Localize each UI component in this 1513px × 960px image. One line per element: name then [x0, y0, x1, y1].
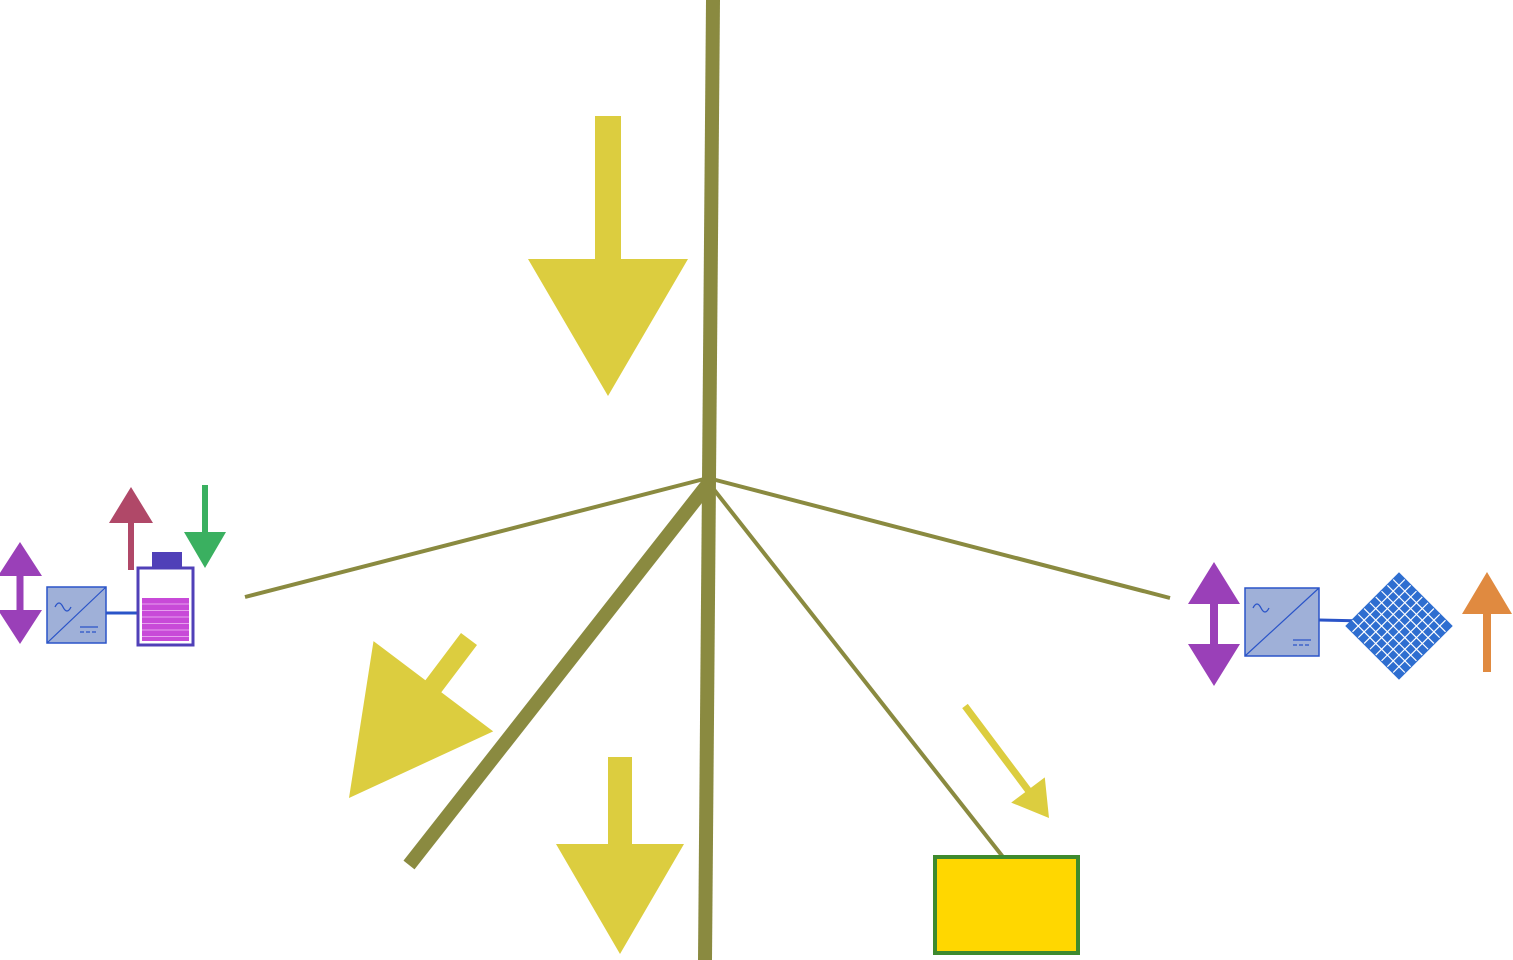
solar-panel-grid-h [1369, 602, 1423, 656]
battery-charge-level [142, 598, 189, 641]
load-flow-arrow-icon [962, 703, 1049, 818]
bidirectional-arrow-up-half [0, 542, 42, 593]
ac-symbol [54, 602, 72, 612]
battery-storage-unit [0, 485, 226, 647]
bidirectional-arrow-down-half [1188, 624, 1240, 686]
solar-panel-grid-v [1352, 579, 1406, 633]
solar-panel-grid-h [1363, 608, 1417, 662]
bidirectional-arrow-down-half [0, 593, 42, 644]
solar-panel-grid-h [1357, 613, 1412, 668]
feeder-flow-arrow-icon [556, 757, 684, 954]
branch-flow-arrow-icon [349, 633, 494, 798]
branch-line-pv [707, 476, 1171, 600]
pv-generation-arrow-icon [1462, 572, 1512, 672]
solar-panel-grid-h [1352, 619, 1406, 673]
solar-panel-grid-v [1357, 584, 1412, 639]
solar-panel-grid-v [1386, 613, 1441, 668]
branch-line-southwest [403, 479, 714, 870]
pv-bidirectional-arrow-icon [1188, 562, 1240, 686]
solar-panel-grid-h [1392, 579, 1446, 633]
battery-inverter-icon [46, 586, 107, 644]
pv-inverter-icon [1244, 587, 1320, 657]
ac-symbol [1252, 603, 1270, 613]
solar-panel-grid-v [1392, 619, 1446, 673]
solar-panel-grid-h [1386, 584, 1441, 639]
solar-panel-grid-h [1381, 590, 1435, 644]
battery-charge-arrow-icon [184, 485, 226, 568]
bidirectional-arrow-up-half [1188, 562, 1240, 624]
bus-network [244, 0, 1171, 960]
load-box-icon [933, 855, 1080, 955]
grid-import-arrow-icon [528, 116, 688, 396]
battery-discharge-arrow-icon [109, 487, 153, 570]
solar-panel-grid-v [1369, 596, 1423, 650]
solar-panel-grid-v [1375, 602, 1429, 656]
branch-line-battery [244, 476, 709, 599]
solar-panel-grid-v [1363, 590, 1417, 644]
solar-panel-frame [1345, 572, 1453, 680]
solar-panel-grid-h [1375, 596, 1429, 650]
battery-bidirectional-arrow-icon [0, 542, 42, 644]
solar-panel-grid-v [1381, 608, 1435, 662]
branch-line-load [706, 480, 1005, 859]
battery-terminal [152, 552, 182, 568]
solar-panel-icon [1345, 572, 1453, 680]
power-flow-arrows [349, 116, 1049, 954]
converter-diagonal [46, 586, 107, 644]
pv-unit [1188, 562, 1512, 686]
converter-diagonal [1244, 587, 1320, 657]
